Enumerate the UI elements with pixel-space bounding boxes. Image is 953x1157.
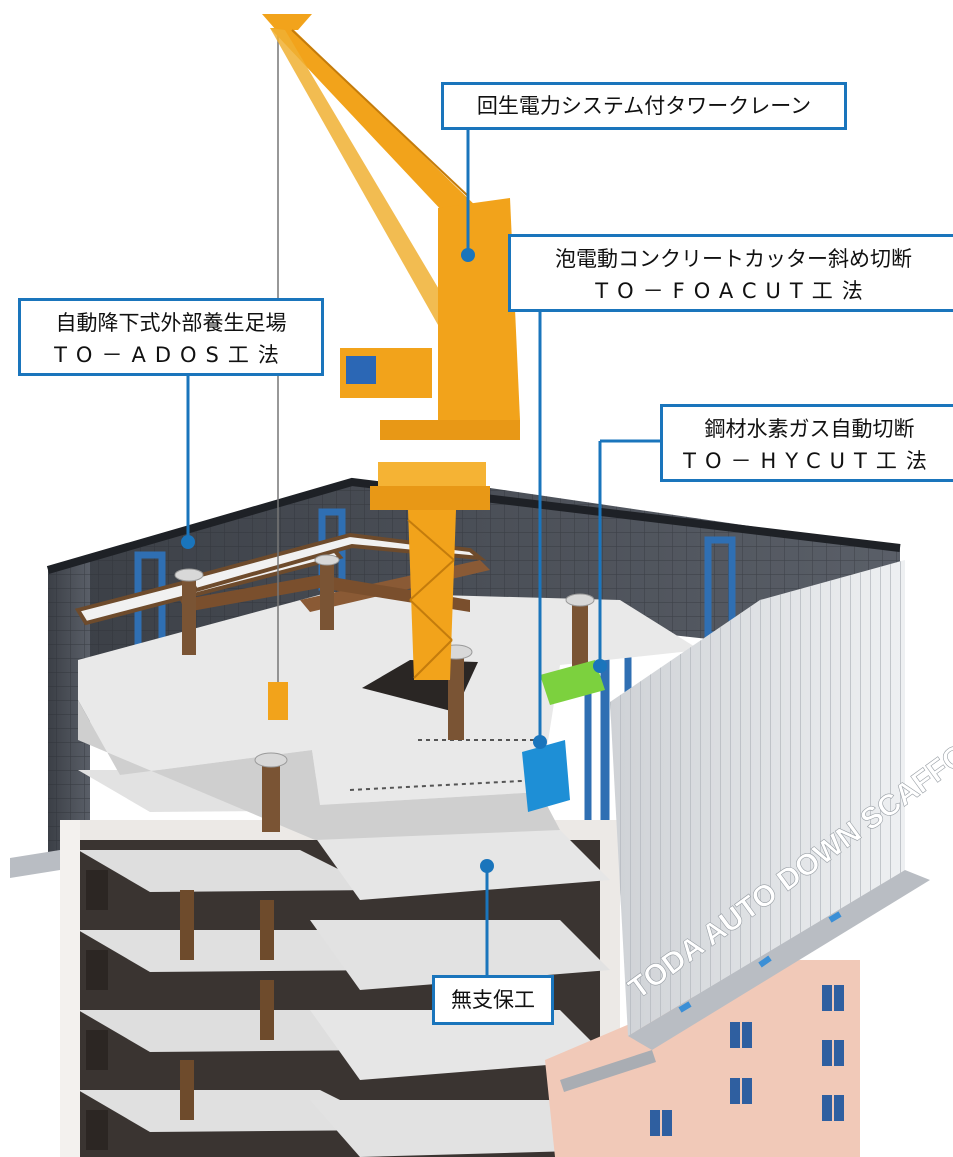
callout-hycut-line1: 鋼材水素ガス自動切断 (704, 417, 915, 441)
callout-ados: 自動降下式外部養生足場 TO－ADOS工法 (18, 298, 324, 376)
callout-foacut: 泡電動コンクリートカッター斜め切断 TO－FOACUT工法 (508, 234, 953, 312)
callout-hycut: 鋼材水素ガス自動切断 TO－HYCUT工法 (660, 404, 953, 482)
callout-tower-crane-label: 回生電力システム付タワークレーン (476, 94, 812, 118)
leader-lines (181, 130, 660, 978)
auto-down-scaffold (10, 560, 930, 1092)
callout-ados-line1: 自動降下式外部養生足場 (55, 311, 287, 335)
callout-hycut-line2: TO－HYCUT工法 (683, 449, 936, 473)
roof-deck (74, 532, 700, 840)
callout-foacut-line2: TO－FOACUT工法 (595, 279, 872, 303)
callout-shoring: 無支保工 (432, 975, 554, 1025)
lower-floors (60, 770, 620, 1157)
callout-tower-crane: 回生電力システム付タワークレーン (441, 82, 847, 130)
facade-tower (545, 960, 860, 1157)
callout-ados-line2: TO－ADOS工法 (54, 343, 288, 367)
callout-shoring-label: 無支保工 (451, 988, 535, 1012)
callout-foacut-line1: 泡電動コンクリートカッター斜め切断 (555, 247, 912, 271)
tower-crane (262, 14, 520, 720)
rear-scaffold-wall (46, 477, 901, 860)
